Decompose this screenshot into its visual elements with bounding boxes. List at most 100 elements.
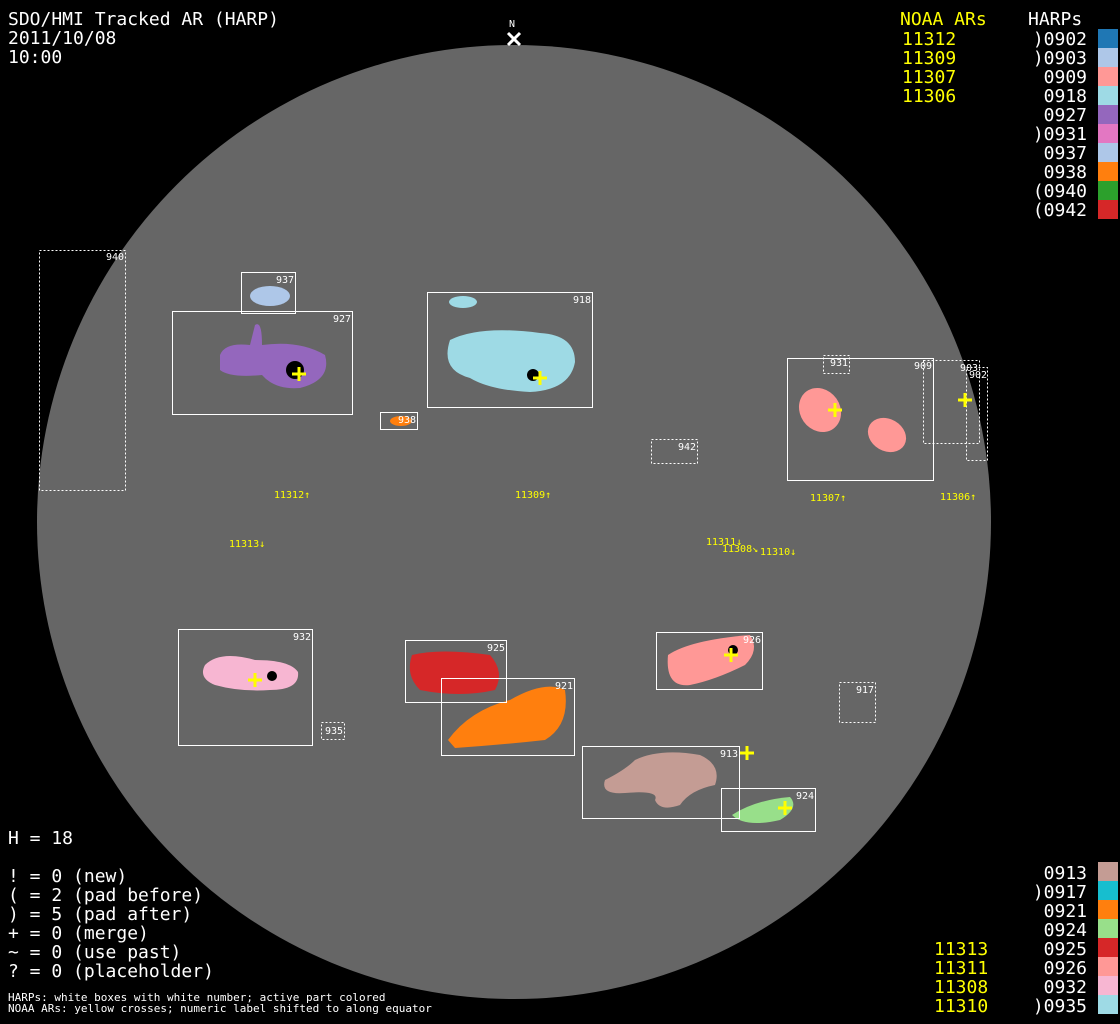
harp-label: 940 [106, 252, 124, 263]
harp-label: 924 [796, 791, 814, 802]
harp-legend-item: 0925 [1043, 939, 1087, 960]
noaa-label: 11306↑ [940, 492, 976, 503]
harp-color-swatch [1098, 181, 1118, 200]
noaa-label: 11307↑ [810, 493, 846, 504]
stats-line: + = 0 (merge) [8, 923, 149, 944]
harp-box-942 [651, 439, 698, 464]
harp-color-swatch [1098, 995, 1118, 1014]
harp-legend-item: 0924 [1043, 920, 1087, 941]
harp-color-swatch [1098, 67, 1118, 86]
harp-box-921 [441, 678, 575, 756]
harp-box-903 [923, 360, 980, 444]
harp-label: 917 [856, 685, 874, 696]
harp-box-932 [178, 629, 313, 746]
region-925 [409, 651, 499, 694]
harp-box-909 [787, 358, 934, 481]
stats-line: ) = 5 (pad after) [8, 904, 193, 925]
region-921 [448, 686, 566, 748]
harp-color-swatch [1098, 162, 1118, 181]
harp-box-913 [582, 746, 740, 819]
harp-label: 918 [573, 295, 591, 306]
harp-legend-item: 0921 [1043, 901, 1087, 922]
harp-legend-item: 0926 [1043, 958, 1087, 979]
harp-color-swatch [1098, 105, 1118, 124]
harp-legend-item: )0903 [1032, 48, 1087, 69]
noaa-legend-item: 11308 [934, 977, 989, 998]
harp-label: 902 [969, 370, 987, 381]
harp-legend-item: (0940 [1032, 181, 1087, 202]
noaa-legend-item: 11306 [902, 86, 957, 107]
region-932 [202, 656, 299, 691]
harp-box-937 [241, 272, 296, 314]
harp-label: 903 [960, 363, 978, 374]
harp-color-swatch [1098, 938, 1118, 957]
harp-label: 921 [555, 681, 573, 692]
north-marker-icon [506, 31, 522, 47]
harp-color-swatch [1098, 919, 1118, 938]
region-909a [798, 387, 842, 433]
harp-color-swatch [1098, 29, 1118, 48]
harp-label: 927 [333, 314, 351, 325]
harp-box-902 [966, 367, 988, 461]
harp-color-swatch [1098, 86, 1118, 105]
harp-label: 926 [743, 635, 761, 646]
harp-label: 931 [830, 358, 848, 369]
solar-disk [37, 45, 991, 999]
harp-box-938 [380, 412, 418, 430]
stats-line: ? = 0 (placeholder) [8, 961, 214, 982]
harp-label: 942 [678, 442, 696, 453]
harp-box-labels: 940 937 927 918 938 942 931 909 903 902 … [106, 252, 987, 802]
harp-color-swatch [1098, 900, 1118, 919]
harp-legend-item: )0935 [1032, 996, 1087, 1017]
noaa-legend-item: 11309 [902, 48, 957, 69]
noaa-legend-item: 11307 [902, 67, 957, 88]
harp-boxes [39, 250, 988, 832]
harp-box-917 [839, 682, 876, 723]
harp-color-swatch [1098, 881, 1118, 900]
noaa-label: 11309↑ [515, 490, 551, 501]
harp-legend-item: 0913 [1043, 863, 1087, 884]
region-913 [604, 752, 717, 808]
harp-legend-item: 0937 [1043, 143, 1087, 164]
harp-color-swatch [1098, 143, 1118, 162]
harp-label: 932 [293, 632, 311, 643]
harp-legend-item: 0938 [1043, 162, 1087, 183]
noaa-label: 11308↘ [722, 544, 758, 555]
harp-label: 937 [276, 275, 294, 286]
footnote-noaa: NOAA ARs: yellow crosses; numeric label … [8, 1002, 432, 1015]
harp-legend-item: )0902 [1032, 29, 1087, 50]
noaa-label: 11311↓ [706, 537, 742, 548]
harp-label: 935 [325, 726, 343, 737]
harp-label: 909 [914, 361, 932, 372]
harp-heading: HARPs [1028, 9, 1083, 30]
noaa-legend-item: 11313 [934, 939, 989, 960]
harp-box-918 [427, 292, 593, 408]
stats-line: ! = 0 (new) [8, 866, 128, 887]
harp-legend-item: 0932 [1043, 977, 1087, 998]
image-time: 10:00 [8, 47, 63, 68]
harp-legend-item: (0942 [1032, 200, 1087, 221]
harp-label: 913 [720, 749, 738, 760]
noaa-label: 11313↓ [229, 539, 265, 550]
harp-legend-item: 0927 [1043, 105, 1087, 126]
harp-color-swatch [1098, 862, 1118, 881]
noaa-label: 11310↓ [760, 547, 796, 558]
harp-count: H = 18 [8, 828, 74, 849]
harp-label: 938 [398, 415, 416, 426]
harp-legend-item: )0931 [1032, 124, 1087, 145]
harp-color-swatch [1098, 976, 1118, 995]
stats-line: ~ = 0 (use past) [8, 942, 182, 963]
noaa-heading: NOAA ARs [900, 9, 987, 30]
harp-legend-item: )0917 [1032, 882, 1087, 903]
noaa-equator-labels: 11312↑ 11309↑ 11307↑ 11306↑ 11313↓ 11311… [229, 490, 976, 558]
harp-box-927 [172, 311, 353, 415]
image-date: 2011/10/08 [8, 28, 117, 49]
harp-color-swatch [1098, 48, 1118, 67]
noaa-legend-item: 11310 [934, 996, 989, 1017]
region-909b [867, 417, 907, 453]
harp-box-924 [721, 788, 816, 832]
noaa-cross-icons [248, 367, 972, 815]
harp-color-swatch [1098, 957, 1118, 976]
noaa-legend-item: 11311 [934, 958, 989, 979]
